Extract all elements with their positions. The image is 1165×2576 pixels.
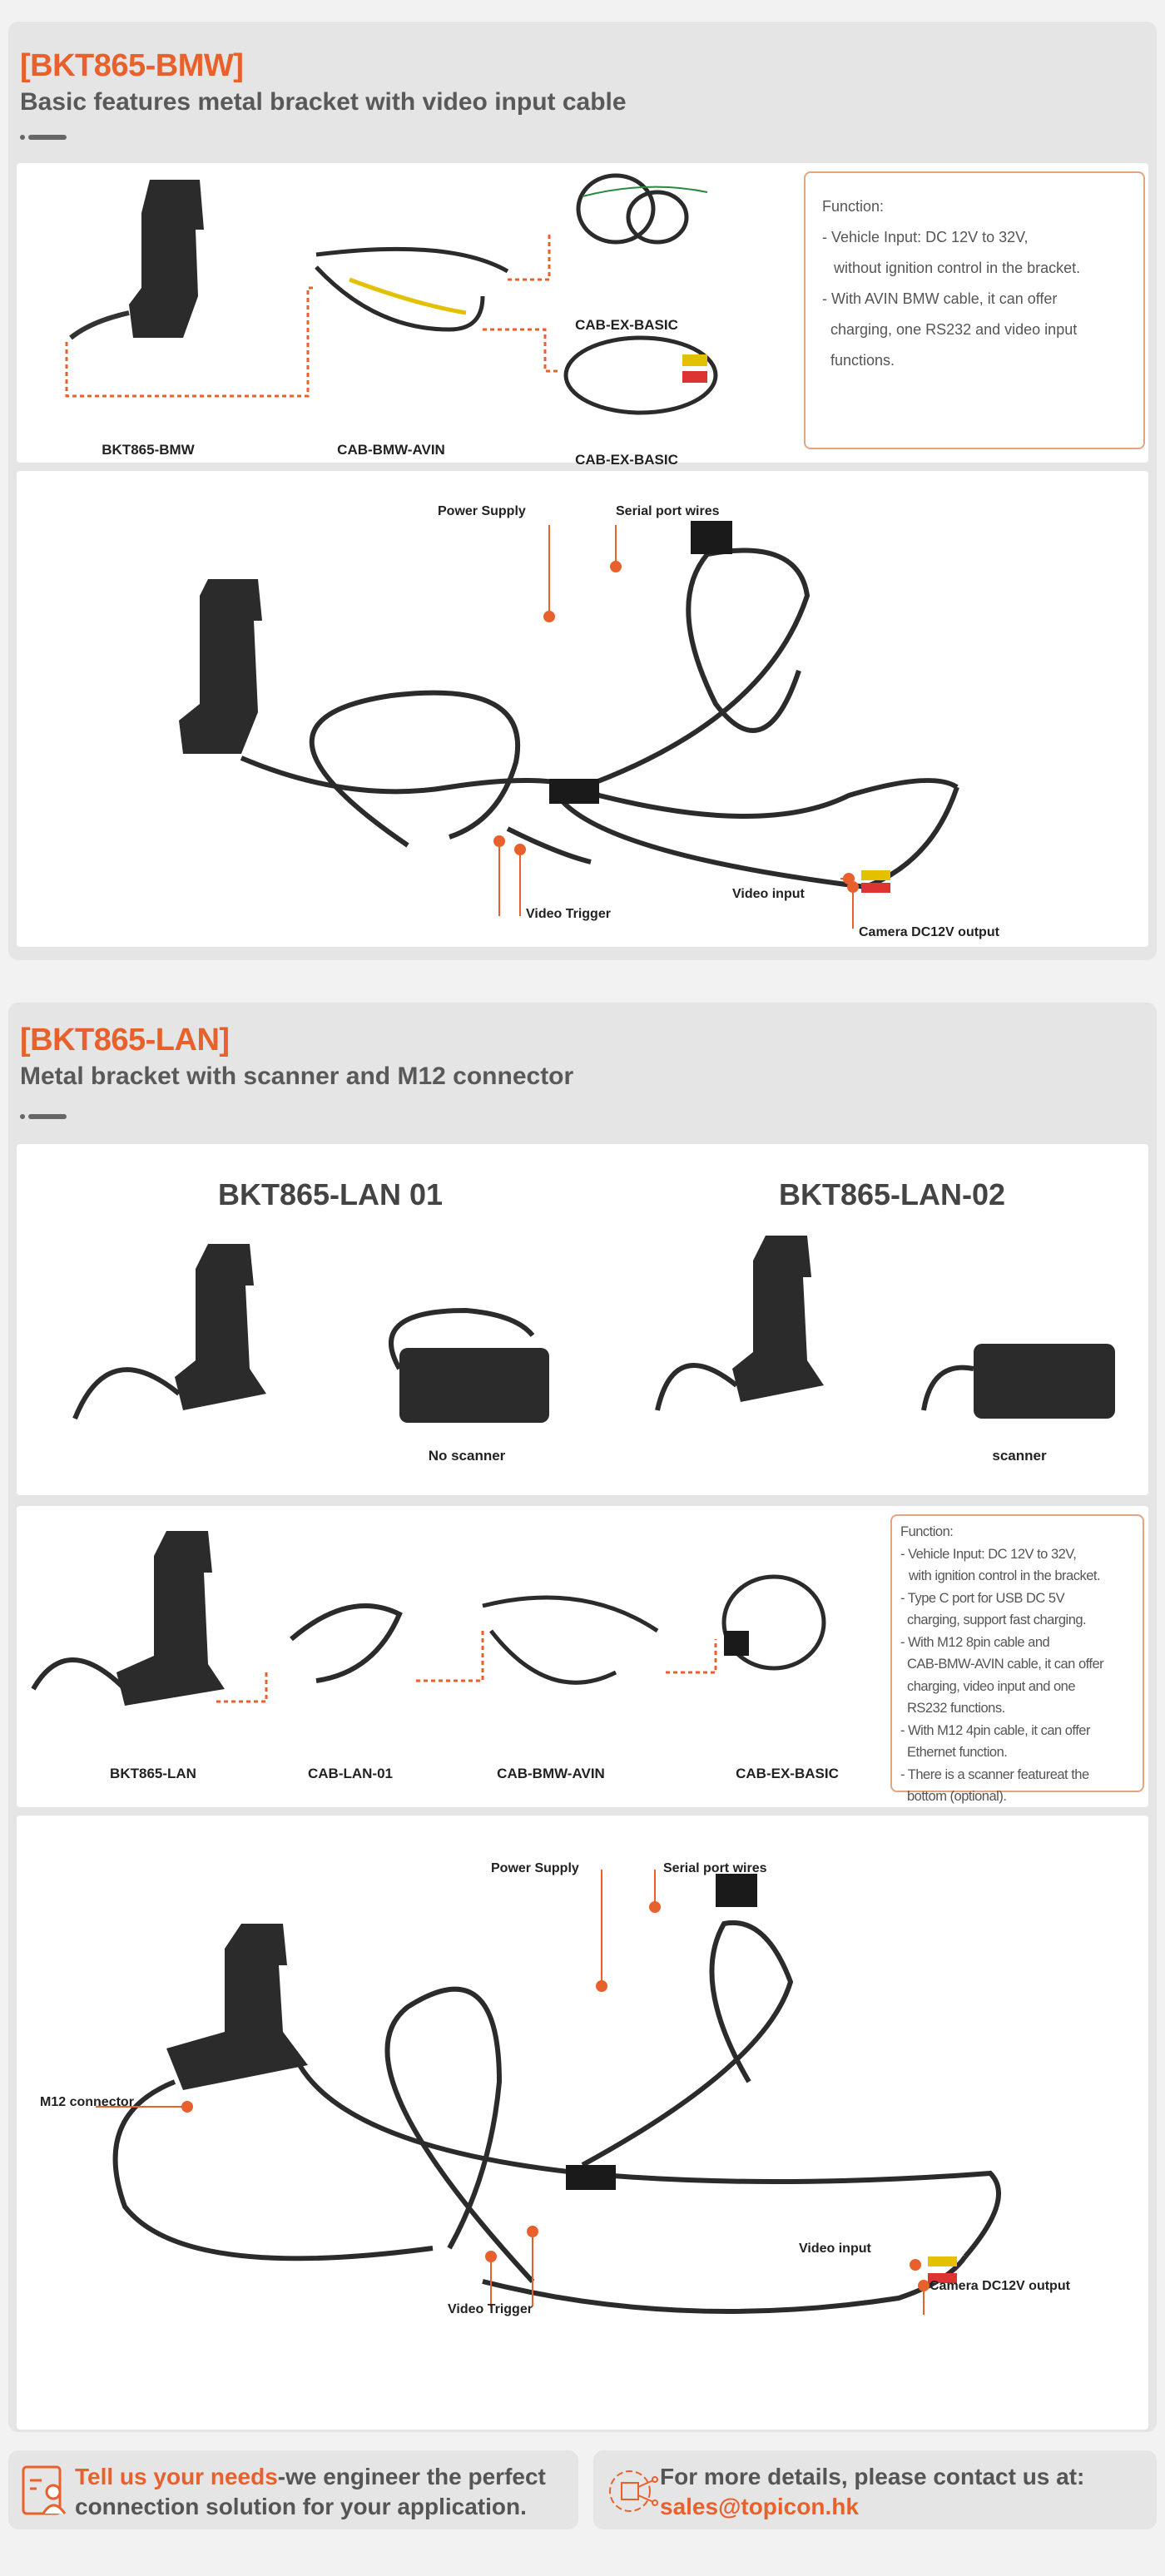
variant-title: BKT865-LAN-02 [778,1177,1006,1211]
callout-video-input: Video input [799,2242,871,2256]
callout-m12-connector: M12 connector [40,2095,134,2109]
function-line: - Vehicle Input: DC 12V to 32V, [822,229,1029,245]
wiring-illustration [96,1870,1001,2315]
function-line: - With M12 8pin cable and [900,1634,1050,1650]
callout-power-supply: Power Supply [491,1861,579,1875]
section-subtitle: Basic features metal bracket with video … [20,88,627,116]
section-bkt865-lan: [BKT865-LAN] Metal bracket with scanner … [8,1003,1157,2432]
needs-highlight: Tell us your needs [75,2464,278,2489]
callout-video-trigger: Video Trigger [526,907,611,921]
function-line: - With AVIN BMW cable, it can offer [822,290,1058,307]
function-line: Ethernet function. [907,1745,1008,1760]
component-label: CAB-LAN-01 [308,1766,393,1781]
callout-camera-output: Camera DC12V output [930,2279,1070,2293]
callout-serial-port-wires: Serial port wires [663,1861,767,1875]
footer-needs-card: Tell us your needs-we engineer the perfe… [8,2450,578,2529]
callout-serial-port-wires: Serial port wires [616,504,720,518]
variant-caption: scanner [992,1448,1047,1464]
function-heading: Function: [822,198,885,215]
divider [20,135,67,140]
function-heading: Function: [900,1524,954,1539]
function-line: bottom (optional). [907,1789,1007,1804]
component-label: CAB-EX-BASIC [575,452,678,468]
section-title: [BKT865-BMW] [20,48,244,83]
wiring-diagram-panel: Power Supply Serial port wires Video Tri… [17,471,1148,947]
function-line: - Type C port for USB DC 5V [900,1590,1065,1606]
function-line: charging, video input and one [907,1678,1076,1694]
contact-email-link[interactable]: sales@topicon.hk [660,2494,859,2519]
footer-needs-text: Tell us your needs-we engineer the perfe… [75,2462,546,2522]
section-title: [BKT865-LAN] [20,1023,230,1058]
callout-camera-output: Camera DC12V output [859,925,999,939]
function-line: charging, one RS232 and video input [830,321,1078,338]
wiring-illustration [179,521,959,929]
contact-line: For more details, please contact us at: [660,2464,1085,2489]
function-line: RS232 functions. [907,1701,1005,1716]
chip-gear-icon [609,2470,658,2512]
component-label: BKT865-BMW [102,442,195,458]
variant-caption: No scanner [428,1448,506,1464]
function-line: without ignition control in the bracket. [834,260,1081,276]
component-label: BKT865-LAN [110,1766,196,1781]
function-line: charging, support fast charging. [907,1612,1087,1627]
function-line: - There is a scanner featureat the [900,1766,1089,1782]
person-document-icon [22,2465,67,2515]
function-box: Function: - Vehicle Input: DC 12V to 32V… [890,1514,1144,1804]
wiring-diagram-panel: Power Supply Serial port wires M12 conne… [17,1816,1148,2430]
variants-panel: BKT865-LAN 01 BKT865-LAN-02 No scanner s… [17,1144,1148,1495]
component-label: CAB-BMW-AVIN [497,1766,605,1781]
function-line: functions. [830,352,895,369]
needs-rest: -we engineer the perfect [277,2464,546,2489]
callout-video-input: Video input [732,887,805,901]
components-panel: BKT865-LAN CAB-LAN-01 CAB-BMW-AVIN CAB-E… [17,1506,1148,1807]
component-label: CAB-EX-BASIC [575,317,678,333]
variants-illustration [72,1236,1115,1423]
footer-contact-card: For more details, please contact us at: … [593,2450,1157,2529]
function-line: with ignition control in the bracket. [909,1568,1101,1583]
components-illustration [65,173,718,415]
function-line: - Vehicle Input: DC 12V to 32V, [900,1546,1077,1562]
needs-line2: connection solution for your application… [75,2494,527,2519]
divider [20,1114,67,1119]
callout-power-supply: Power Supply [438,504,526,518]
function-line: - With M12 4pin cable, it can offer [900,1722,1090,1738]
variant-title: BKT865-LAN 01 [217,1177,444,1211]
component-label: CAB-EX-BASIC [736,1766,839,1781]
component-label: CAB-BMW-AVIN [337,442,445,458]
function-box: Function: - Vehicle Input: DC 12V to 32V… [804,171,1145,449]
function-line: CAB-BMW-AVIN cable, it can offer [907,1657,1104,1672]
components-illustration [31,1531,826,1706]
section-bkt865-bmw: [BKT865-BMW] Basic features metal bracke… [8,22,1157,960]
bracket-image [69,180,204,340]
footer-contact-text: For more details, please contact us at: … [660,2462,1084,2522]
cable-image [315,246,509,332]
section-subtitle: Metal bracket with scanner and M12 conne… [20,1063,574,1090]
callout-video-trigger: Video Trigger [448,2302,533,2316]
components-panel: BKT865-BMW CAB-BMW-AVIN CAB-EX-BASIC CAB… [17,163,1148,468]
